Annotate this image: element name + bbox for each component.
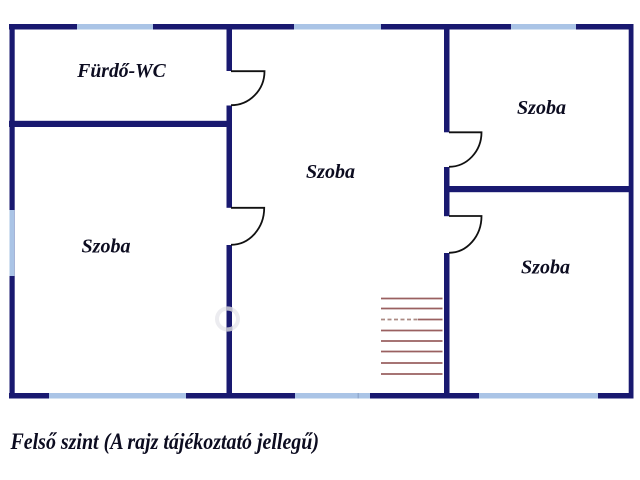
svg-text:Fürdő-WC: Fürdő-WC bbox=[76, 60, 166, 82]
svg-text:Szoba: Szoba bbox=[306, 161, 355, 183]
svg-text:Szoba: Szoba bbox=[521, 257, 570, 279]
svg-text:Szoba: Szoba bbox=[82, 236, 131, 258]
svg-text:Felső szint (A rajz tájékoztat: Felső szint (A rajz tájékoztató jellegű) bbox=[10, 429, 319, 455]
svg-text:Szoba: Szoba bbox=[517, 97, 566, 119]
